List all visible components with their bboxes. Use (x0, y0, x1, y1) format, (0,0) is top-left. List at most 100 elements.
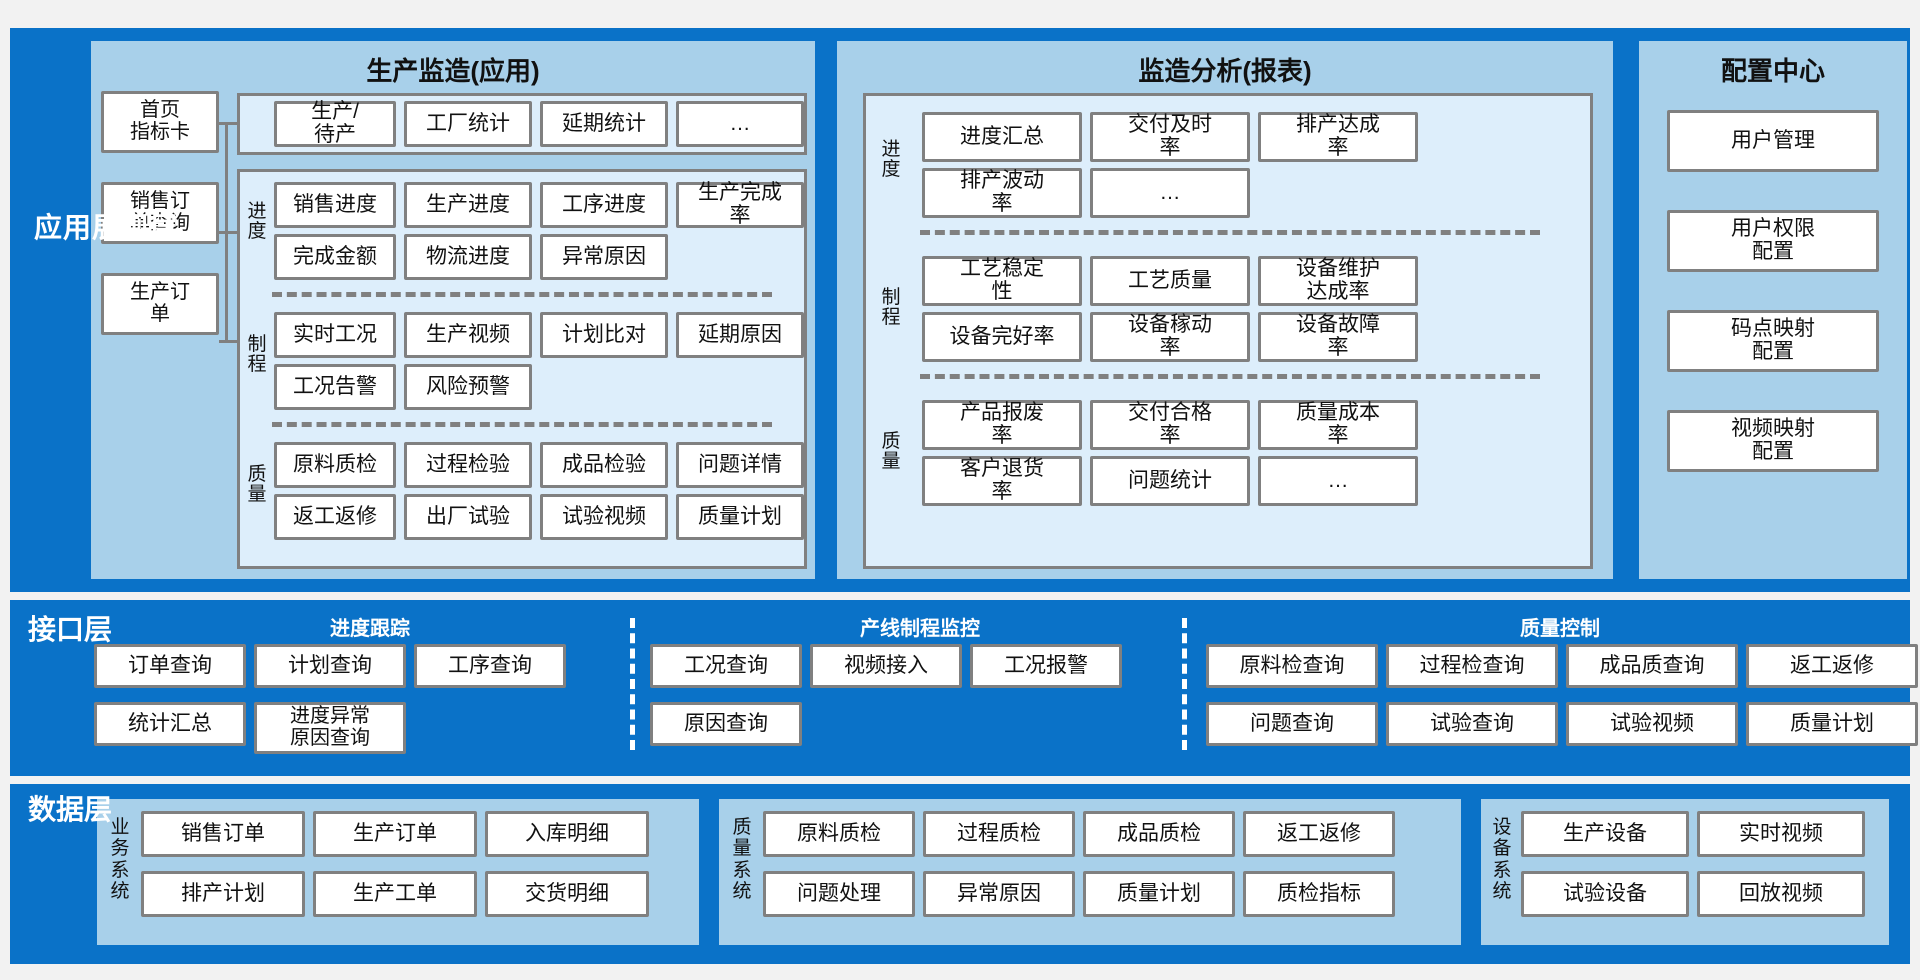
tile-factory-test[interactable]: 出厂试验 (404, 494, 532, 540)
tile-more-progress[interactable]: … (1090, 168, 1250, 218)
tile-sales-progress[interactable]: 销售进度 (274, 182, 396, 228)
iface-tile-process-inspection-query[interactable]: 过程检查询 (1386, 644, 1558, 688)
tile-raw-material-inspection[interactable]: 原料质检 (274, 442, 396, 488)
tile-test-video[interactable]: 试验视频 (540, 494, 668, 540)
iface-tile-reason-query[interactable]: 原因查询 (650, 702, 802, 746)
panelA-main-groupbox: 进 度 销售进度 生产进度 工序进度 生产完成 率 完成金额 物流进度 异常原因… (237, 169, 807, 569)
data-tile-realtime-video[interactable]: 实时视频 (1697, 811, 1865, 857)
data-tile-raw-material-qc[interactable]: 原料质检 (763, 811, 915, 857)
interface-group-title-line-monitoring: 产线制程监控 (860, 618, 980, 640)
data-tile-sales-order[interactable]: 销售订单 (141, 811, 305, 857)
iface-tile-plan-query[interactable]: 计划查询 (254, 644, 406, 688)
interface-group-title-progress: 进度跟踪 (330, 618, 410, 640)
data-tile-production-order[interactable]: 生产订单 (313, 811, 477, 857)
tile-delay-statistics[interactable]: 延期统计 (540, 101, 668, 147)
data-tile-finished-qc[interactable]: 成品质检 (1083, 811, 1235, 857)
data-tile-inbound-detail[interactable]: 入库明细 (485, 811, 649, 857)
tile-process-stability[interactable]: 工艺稳定 性 (922, 256, 1082, 306)
tile-abnormal-reason[interactable]: 异常原因 (540, 234, 668, 280)
tile-equipment-failure-rate[interactable]: 设备故障 率 (1258, 312, 1418, 362)
panelA-quality-row-1: 原料质检 过程检验 成品检验 问题详情 (274, 442, 804, 488)
interface-quality-row-1: 原料检查询 过程检查询 成品质查询 返工返修 (1206, 644, 1918, 688)
iface-tile-finished-quality-query[interactable]: 成品质查询 (1566, 644, 1738, 688)
tile-issue-statistics[interactable]: 问题统计 (1090, 456, 1250, 506)
panelB-label-quality: 质 量 (881, 431, 901, 472)
tile-quality-plan[interactable]: 质量计划 (676, 494, 804, 540)
tile-equipment-utilization-rate[interactable]: 设备稼动 率 (1090, 312, 1250, 362)
config-item-video-mapping[interactable]: 视频映射 配置 (1667, 410, 1879, 472)
tile-production-completion-rate[interactable]: 生产完成 率 (676, 181, 804, 228)
iface-tile-video-access[interactable]: 视频接入 (810, 644, 962, 688)
tile-plan-comparison[interactable]: 计划比对 (540, 312, 668, 358)
tile-delivery-pass-rate[interactable]: 交付合格 率 (1090, 400, 1250, 450)
panelB-progress-row-1: 进度汇总 交付及时 率 排产达成 率 (922, 112, 1418, 162)
tile-more-quality[interactable]: … (1258, 456, 1418, 506)
tile-quality-cost-rate[interactable]: 质量成本 率 (1258, 400, 1418, 450)
iface-tile-condition-alarm[interactable]: 工况报警 (970, 644, 1122, 688)
iface-tile-abnormal-reason-query[interactable]: 进度异常 原因查询 (254, 702, 406, 754)
data-tile-playback-video[interactable]: 回放视频 (1697, 871, 1865, 917)
left-item-production-order[interactable]: 生产订 单 (101, 273, 219, 335)
iface-tile-statistics-summary[interactable]: 统计汇总 (94, 702, 246, 746)
tile-product-scrap-rate[interactable]: 产品报废 率 (922, 400, 1082, 450)
tile-issue-detail[interactable]: 问题详情 (676, 442, 804, 488)
tile-logistics-progress[interactable]: 物流进度 (404, 234, 532, 280)
tile-process-inspection[interactable]: 过程检验 (404, 442, 532, 488)
iface-tile-test-video[interactable]: 试验视频 (1566, 702, 1738, 746)
iface-tile-process-query[interactable]: 工序查询 (414, 644, 566, 688)
config-item-code-point-mapping[interactable]: 码点映射 配置 (1667, 310, 1879, 372)
left-item-home-kpi[interactable]: 首页 指标卡 (101, 91, 219, 153)
config-item-user-management[interactable]: 用户管理 (1667, 110, 1879, 172)
data-tile-test-equipment[interactable]: 试验设备 (1521, 871, 1689, 917)
tile-equipment-integrity-rate[interactable]: 设备完好率 (922, 312, 1082, 362)
data-tile-delivery-detail[interactable]: 交货明细 (485, 871, 649, 917)
tile-production-progress[interactable]: 生产进度 (404, 182, 532, 228)
tile-ontime-delivery-rate[interactable]: 交付及时 率 (1090, 112, 1250, 162)
tile-production-video[interactable]: 生产视频 (404, 312, 532, 358)
data-tile-abnormal-reason[interactable]: 异常原因 (923, 871, 1075, 917)
tile-risk-warning[interactable]: 风险预警 (404, 364, 532, 410)
tile-factory-statistics[interactable]: 工厂统计 (404, 101, 532, 147)
data-layer: 业 务 系 统 销售订单 生产订单 入库明细 排产计划 生产工单 交货明细 质 … (10, 784, 1910, 964)
tile-schedule-fluctuation-rate[interactable]: 排产波动 率 (922, 168, 1082, 218)
quality-row-2: 问题处理 异常原因 质量计划 质检指标 (763, 871, 1395, 917)
tile-schedule-achievement-rate[interactable]: 排产达成 率 (1258, 112, 1418, 162)
data-tile-quality-plan[interactable]: 质量计划 (1083, 871, 1235, 917)
data-tile-issue-handling[interactable]: 问题处理 (763, 871, 915, 917)
panelB-label-process: 制 程 (881, 287, 901, 328)
data-tile-production-schedule[interactable]: 排产计划 (141, 871, 305, 917)
tile-completed-amount[interactable]: 完成金额 (274, 234, 396, 280)
tile-production-pending[interactable]: 生产/ 待产 (274, 100, 396, 147)
tile-process-progress[interactable]: 工序进度 (540, 182, 668, 228)
iface-tile-raw-inspection-query[interactable]: 原料检查询 (1206, 644, 1378, 688)
config-item-user-permission[interactable]: 用户权限 配置 (1667, 210, 1879, 272)
tile-progress-summary[interactable]: 进度汇总 (922, 112, 1082, 162)
tile-rework-repair[interactable]: 返工返修 (274, 494, 396, 540)
iface-tile-issue-query[interactable]: 问题查询 (1206, 702, 1378, 746)
tile-equipment-maintenance-rate[interactable]: 设备维护 达成率 (1258, 256, 1418, 306)
interface-layer: 接口层 进度跟踪 订单查询 计划查询 工序查询 统计汇总 进度异常 原因查询 产… (10, 600, 1918, 776)
tile-delay-reason[interactable]: 延期原因 (676, 312, 804, 358)
tile-more-top[interactable]: … (676, 101, 804, 147)
iface-tile-rework-repair[interactable]: 返工返修 (1746, 644, 1918, 688)
iface-tile-quality-plan[interactable]: 质量计划 (1746, 702, 1918, 746)
tile-realtime-conditions[interactable]: 实时工况 (274, 312, 396, 358)
tile-finished-inspection[interactable]: 成品检验 (540, 442, 668, 488)
data-tile-rework-repair[interactable]: 返工返修 (1243, 811, 1395, 857)
interface-line-row-1: 工况查询 视频接入 工况报警 (650, 644, 1122, 688)
data-tile-production-equipment[interactable]: 生产设备 (1521, 811, 1689, 857)
panelA-top-row: 生产/ 待产 工厂统计 延期统计 … (274, 100, 804, 147)
tile-process-quality[interactable]: 工艺质量 (1090, 256, 1250, 306)
tile-customer-return-rate[interactable]: 客户退货 率 (922, 456, 1082, 506)
iface-tile-test-query[interactable]: 试验查询 (1386, 702, 1558, 746)
left-item-sales-order-query[interactable]: 销售订 单查询 (101, 182, 219, 244)
data-tile-process-qc[interactable]: 过程质检 (923, 811, 1075, 857)
iface-tile-order-query[interactable]: 订单查询 (94, 644, 246, 688)
tile-condition-alarm[interactable]: 工况告警 (274, 364, 396, 410)
data-tile-qc-indicator[interactable]: 质检指标 (1243, 871, 1395, 917)
data-tile-work-order[interactable]: 生产工单 (313, 871, 477, 917)
subpanel-equipment-system: 设 备 系 统 生产设备 实时视频 试验设备 回放视频 (1478, 796, 1892, 948)
panel-config-center: 配置中心 用户管理 用户权限 配置 码点映射 配置 视频映射 配置 (1636, 38, 1910, 582)
iface-tile-condition-query[interactable]: 工况查询 (650, 644, 802, 688)
